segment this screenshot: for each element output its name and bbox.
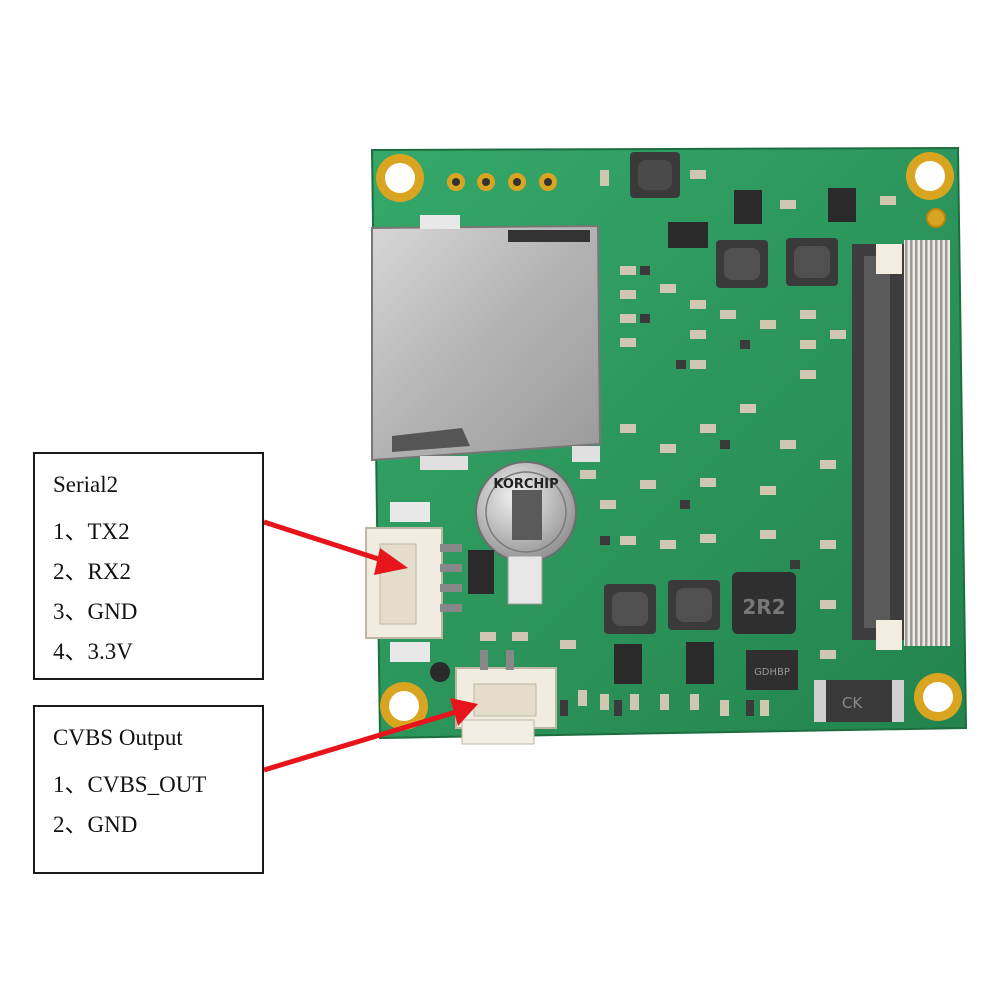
mounting-hole-top-left xyxy=(376,154,424,202)
coin-cell-battery: KORCHIP xyxy=(475,461,577,605)
arrow-serial2 xyxy=(263,519,408,575)
fpc-connector xyxy=(852,240,950,650)
cvbs-connector xyxy=(430,650,557,745)
serial2-pin-2: 2、RX2 xyxy=(53,559,131,584)
cvbs-pin-1: 1、CVBS_OUT xyxy=(53,772,207,797)
smd-dark-passives xyxy=(560,266,800,716)
cvbs-pin-2: 2、GND xyxy=(53,812,138,837)
smd-diode: CK xyxy=(814,680,904,722)
cvbs-title: CVBS Output xyxy=(53,725,183,750)
ic-label: GDHBP xyxy=(754,667,790,678)
mounting-hole-bottom-left xyxy=(380,682,428,730)
serial2-connector xyxy=(365,502,462,662)
mounting-hole-top-right xyxy=(906,152,954,200)
serial2-pin-4: 4、3.3V xyxy=(53,639,133,664)
arrow-cvbs xyxy=(263,698,478,773)
small-ic: GDHBP xyxy=(746,650,798,690)
serial2-label-box: Serial2 1、TX2 2、RX2 3、GND 4、3.3V xyxy=(33,452,264,680)
serial2-pin-3: 3、GND xyxy=(53,599,138,624)
cvbs-label-box: CVBS Output 1、CVBS_OUT 2、GND xyxy=(33,705,264,874)
smd-passives xyxy=(480,170,896,716)
mounting-hole-bottom-right xyxy=(914,673,962,721)
serial2-title: Serial2 xyxy=(53,472,119,497)
inductor-label: 2R2 xyxy=(742,595,785,619)
sot-transistors xyxy=(468,188,856,684)
diode-label: CK xyxy=(842,694,863,712)
power-inductors: 2R2 xyxy=(604,152,838,634)
serial2-pin-1: 1、TX2 xyxy=(53,519,130,544)
battery-label: KORCHIP xyxy=(493,477,558,492)
sd-card-slot xyxy=(371,215,602,470)
header-pads xyxy=(447,173,557,191)
